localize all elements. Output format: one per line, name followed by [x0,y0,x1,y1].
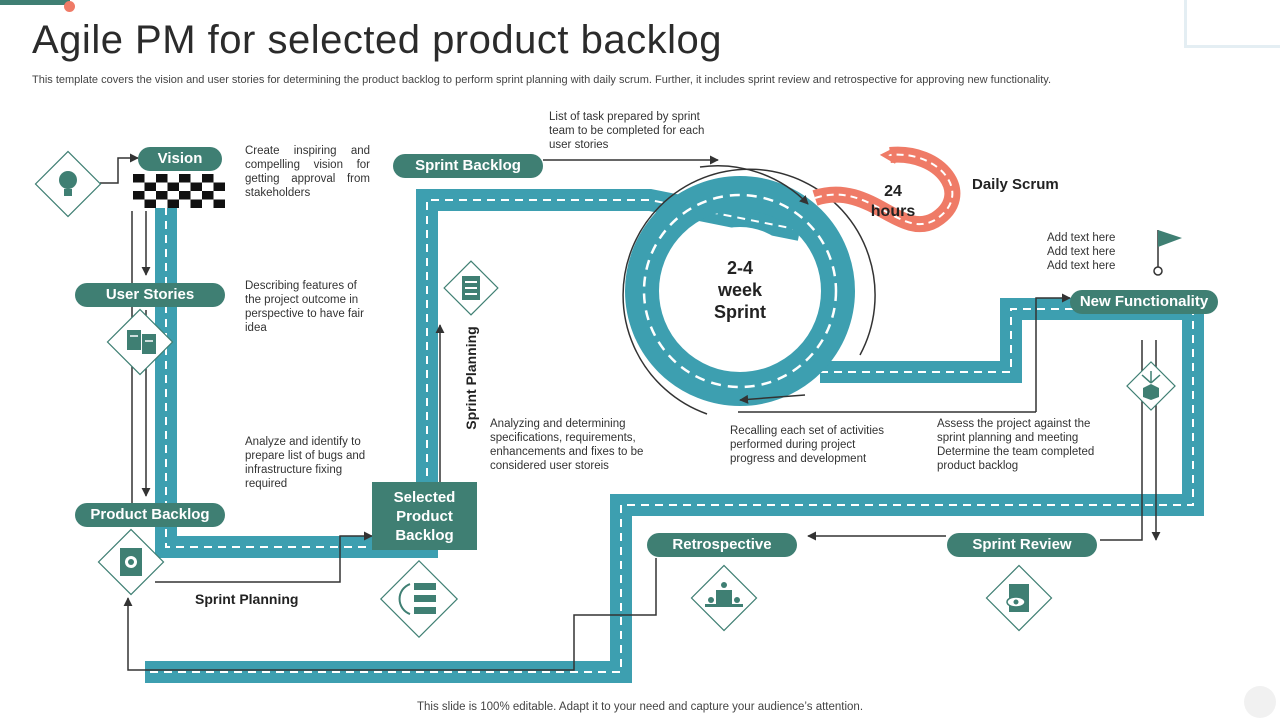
road-upper-right-dash [145,308,1194,673]
sprint-outer-arc [622,168,876,415]
bottom-right-circle [1244,686,1276,718]
selected-backlog-label: Selected Product Backlog [393,488,456,544]
sprint-duration: 2-4 [726,258,753,278]
review-checklist-icon [985,564,1053,632]
desc-selected-backlog: Analyzing and determining specifications… [490,418,644,472]
refresh-list-icon [379,559,459,639]
desc-sprint-review: Recalling each set of activities perform… [730,425,885,465]
top-right-corner [1184,0,1280,48]
top-left-dot [64,1,75,12]
gear-document-icon [97,528,165,596]
hours-label: 24 hours [858,182,928,222]
lightbulb-icon [34,150,102,218]
sprint-ring [625,176,855,406]
sprint-unit: week [717,280,763,300]
label-sprint-planning-vertical: Sprint Planning [463,326,479,430]
desc-sprint-backlog: List of task prepared by sprint team to … [549,111,705,151]
daily-scrum-loop [812,146,961,233]
team-meeting-icon [690,564,758,632]
documents-icon [106,308,174,376]
stage-sprint-review: Sprint Review [947,533,1097,557]
top-left-accent [0,0,70,5]
hours-value: 24 [884,183,902,200]
desc-user-stories: Describing features of the project outco… [245,280,364,334]
label-sprint-planning: Sprint Planning [195,591,299,607]
finish-flag-icon [1153,230,1182,276]
sprint-center [676,227,804,355]
stage-user-stories: User Stories [75,283,225,307]
list-icon [443,260,499,316]
desc-vision: Create inspiring and compelling vision f… [245,145,370,199]
stage-new-functionality: New Functionality [1070,290,1218,314]
page-title: Agile PM for selected product backlog [32,18,722,62]
desc-product-backlog: Analyze and identify to prepare list of … [245,436,366,490]
stage-selected-product-backlog: Selected Product Backlog [372,482,477,550]
label-daily-scrum: Daily Scrum [972,176,1059,193]
stage-retrospective: Retrospective [647,533,797,557]
sprint-label: 2-4 week Sprint [690,257,790,323]
box-arrows-icon [1126,361,1176,411]
vision-connector [100,153,139,184]
footer-note: This slide is 100% editable. Adapt it to… [416,701,864,713]
desc-retrospective: Assess the project against the sprint pl… [937,418,1095,472]
hours-unit: hours [870,203,916,220]
desc-new-functionality: Add text here Add text here Add text her… [1047,232,1116,272]
stage-vision: Vision [138,147,222,171]
sprint-ring-dash [642,193,838,389]
checkered-flag-icon [133,174,225,208]
stage-sprint-backlog: Sprint Backlog [393,154,543,178]
sprint-word: Sprint [714,302,766,322]
page-subtitle: This template covers the vision and user… [32,74,1052,86]
stage-product-backlog: Product Backlog [75,503,225,527]
